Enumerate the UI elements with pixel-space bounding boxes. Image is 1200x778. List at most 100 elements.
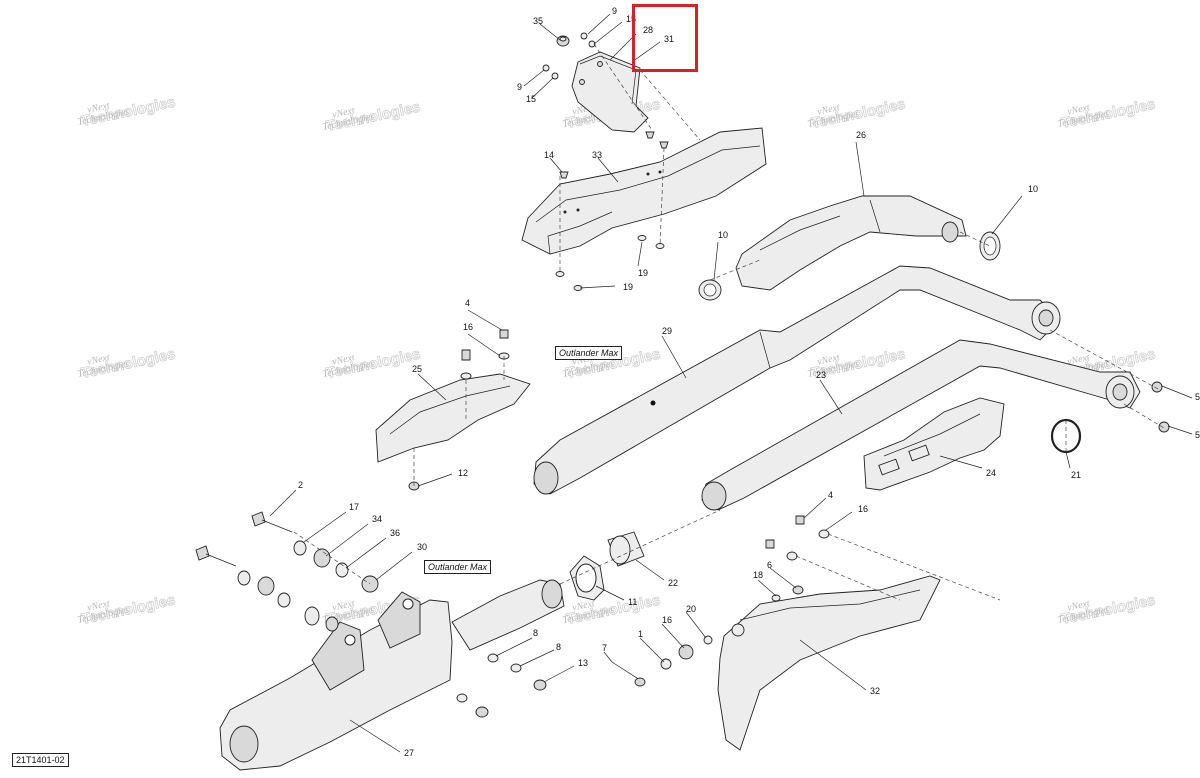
bolt-2 <box>251 511 293 533</box>
watermark-line1: vNext <box>816 102 841 118</box>
callout-26: 26 <box>856 130 866 140</box>
watermark-line1: vNext <box>331 598 356 614</box>
callout-5: 5 <box>1195 430 1200 440</box>
callout-9: 9 <box>517 82 522 92</box>
callout-11: 11 <box>628 597 637 607</box>
hardware-18-6-4-16 <box>765 515 830 602</box>
heat-shield-32 <box>717 575 941 751</box>
watermark-line1: vNext <box>1066 352 1091 368</box>
heat-shield-25 <box>375 373 531 463</box>
callout-17: 17 <box>349 502 359 512</box>
callout-16: 16 <box>463 322 473 332</box>
alignment-lines <box>293 43 1165 601</box>
leader-lines <box>269 13 1193 753</box>
callout-34: 34 <box>372 514 382 524</box>
callout-14: 14 <box>544 150 554 160</box>
highlight-box <box>632 4 698 72</box>
callout-35: 35 <box>533 16 543 26</box>
bushing-34 <box>257 548 331 596</box>
spacer-36 <box>277 562 349 632</box>
callout-25: 25 <box>412 364 422 374</box>
callout-15: 15 <box>626 14 636 24</box>
bolt-16-left <box>460 349 472 380</box>
heat-shield-upper <box>571 51 649 133</box>
callout-22: 22 <box>668 578 678 588</box>
clamp-10-right <box>979 231 1001 261</box>
watermark-line1: vNext <box>86 100 111 116</box>
heat-shield-24 <box>863 397 1005 491</box>
callout-23: 23 <box>816 370 826 380</box>
nut-35 <box>556 35 570 47</box>
callout-2: 2 <box>298 480 303 490</box>
callout-1: 1 <box>638 629 643 639</box>
washer-9-top <box>580 32 588 40</box>
callout-7: 7 <box>602 643 607 653</box>
exhaust-header-26 <box>735 195 967 291</box>
callout-18: 18 <box>753 570 763 580</box>
fastener-top-shield <box>645 131 669 149</box>
watermark-line1: vNext <box>86 598 111 614</box>
callout-8: 8 <box>533 628 538 638</box>
watermark-line1: vNext <box>331 352 356 368</box>
callout-16: 16 <box>858 504 868 514</box>
model-label-outlander-max-lower: Outlander Max <box>424 560 492 574</box>
callout-36: 36 <box>390 528 400 538</box>
callout-28: 28 <box>643 25 653 35</box>
callout-19: 19 <box>623 282 633 292</box>
model-label-outlander-max-upper: Outlander Max <box>555 346 623 360</box>
muffler-27 <box>219 579 565 771</box>
callout-31: 31 <box>664 34 674 44</box>
callout-12: 12 <box>458 468 468 478</box>
clamp-10-left <box>698 279 722 301</box>
callout-8: 8 <box>556 642 561 652</box>
callout-33: 33 <box>592 150 602 160</box>
callout-13: 13 <box>578 658 588 668</box>
callout-30: 30 <box>417 542 427 552</box>
clamp-11 <box>569 555 605 601</box>
callout-15: 15 <box>526 94 536 104</box>
callout-10: 10 <box>718 230 728 240</box>
callout-5: 5 <box>1195 392 1200 402</box>
bolt-4-left <box>498 329 510 360</box>
watermark-line1: vNext <box>1066 102 1091 118</box>
callout-6: 6 <box>767 560 772 570</box>
watermark-line1: vNext <box>86 352 111 368</box>
washers-17 <box>237 540 307 586</box>
hardware-1-16-20-13 <box>611 635 713 687</box>
washer-15-top <box>588 40 596 48</box>
callout-16: 16 <box>662 615 672 625</box>
callout-4: 4 <box>465 298 470 308</box>
nut-5 <box>1151 381 1170 433</box>
callout-24: 24 <box>986 468 996 478</box>
callout-4: 4 <box>828 490 833 500</box>
bolt-lower <box>195 545 237 567</box>
washer-9-left <box>542 64 550 72</box>
fastener-14 <box>559 171 569 179</box>
callout-21: 21 <box>1071 470 1081 480</box>
callout-29: 29 <box>662 326 672 336</box>
hardware-8-7 <box>456 653 547 718</box>
washer-15-left <box>551 72 559 80</box>
callout-19: 19 <box>638 268 648 278</box>
document-id: 21T1401-02 <box>12 753 69 767</box>
callout-20: 20 <box>686 604 696 614</box>
callout-9: 9 <box>612 6 617 16</box>
clip-19 <box>555 235 665 291</box>
heat-shield-33 <box>521 127 767 255</box>
watermark-line1: vNext <box>571 598 596 614</box>
exhaust-pipe-29 <box>533 265 1061 495</box>
sleeve-22 <box>607 531 645 567</box>
callout-10: 10 <box>1028 184 1038 194</box>
callout-32: 32 <box>870 686 880 696</box>
